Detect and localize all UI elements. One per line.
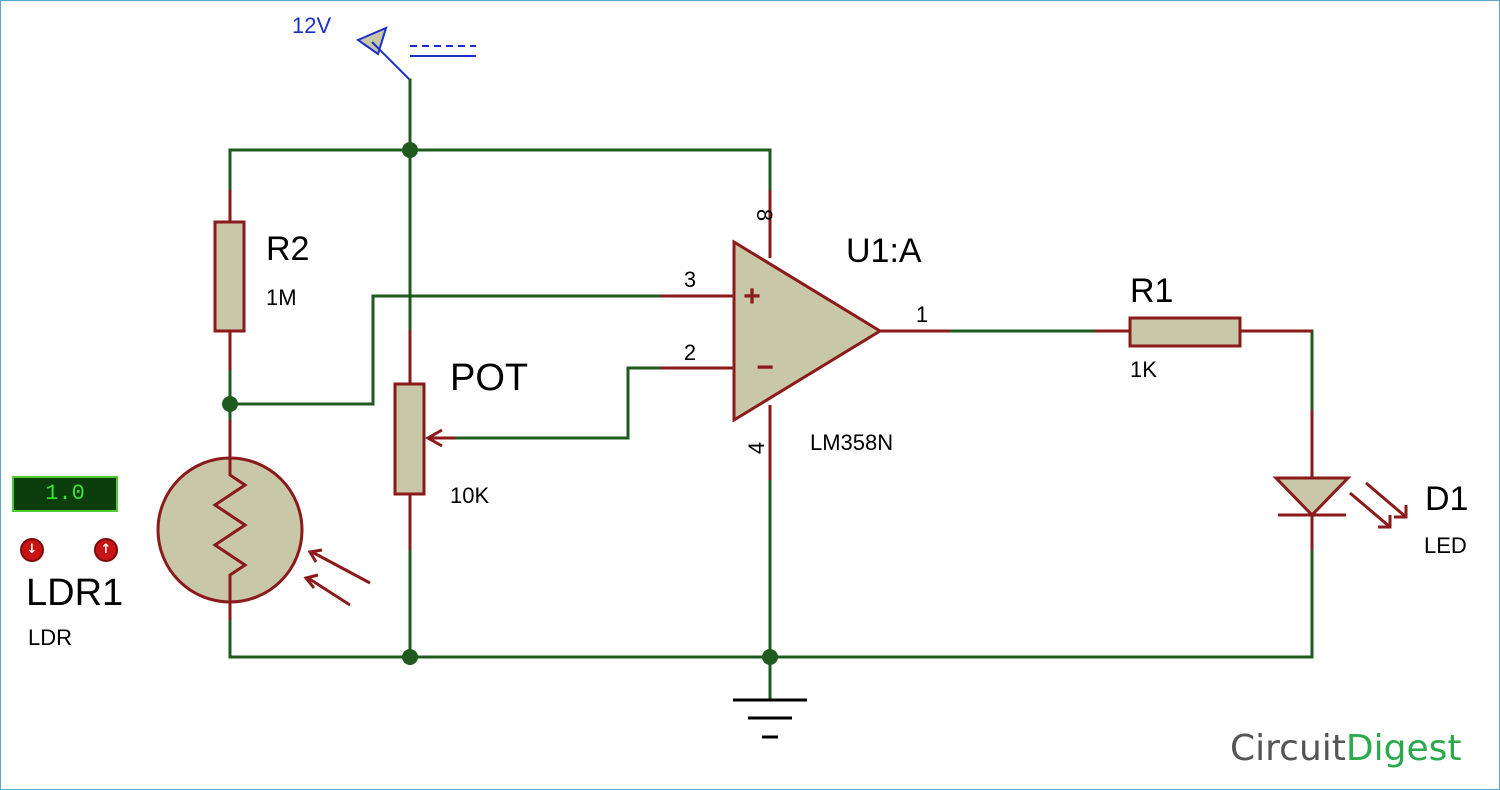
logo-part2: Digest bbox=[1345, 728, 1462, 769]
opamp-plus-sign: + bbox=[743, 280, 761, 313]
potentiometer bbox=[393, 330, 455, 550]
opamp-minus-sign: − bbox=[756, 351, 774, 384]
opamp-pin-plus: 3 bbox=[684, 267, 696, 292]
ldr-name: LDR1 bbox=[26, 572, 123, 614]
opamp-pin-gnd: 4 bbox=[744, 442, 769, 454]
resistor-r2 bbox=[213, 190, 246, 370]
junction-dot bbox=[762, 649, 778, 665]
supply-symbol bbox=[355, 26, 476, 81]
r2-value: 1M bbox=[266, 285, 297, 310]
circuitdigest-logo: CircuitDigest bbox=[1230, 728, 1461, 769]
opamp-name: U1:A bbox=[846, 232, 922, 270]
r2-name: R2 bbox=[266, 230, 309, 268]
increase-light-button[interactable]: ↑ bbox=[94, 538, 118, 562]
junction-dot bbox=[402, 142, 418, 158]
led-name: D1 bbox=[1425, 480, 1468, 518]
junction-dot bbox=[222, 396, 238, 412]
led-type: LED bbox=[1424, 533, 1467, 558]
supply-label: 12V bbox=[292, 13, 331, 38]
ldr-light-meter: 1.0 bbox=[12, 476, 118, 512]
r1-name: R1 bbox=[1130, 272, 1173, 310]
led-d1 bbox=[1272, 410, 1408, 550]
opamp-u1a bbox=[660, 190, 950, 480]
pot-name: POT bbox=[450, 357, 528, 399]
logo-part1: Circuit bbox=[1230, 728, 1346, 769]
opamp-part: LM358N bbox=[810, 430, 893, 455]
pot-value: 10K bbox=[450, 483, 489, 508]
ldr-symbol bbox=[156, 420, 371, 620]
ground-symbol bbox=[733, 698, 807, 739]
resistor-r1 bbox=[1095, 316, 1312, 348]
r1-value: 1K bbox=[1130, 357, 1157, 382]
opamp-pin-out: 1 bbox=[916, 302, 928, 327]
decrease-light-button[interactable]: ↓ bbox=[20, 538, 44, 562]
opamp-pin-minus: 2 bbox=[684, 340, 696, 365]
ldr-type: LDR bbox=[28, 625, 72, 650]
opamp-pin-vcc: 8 bbox=[752, 209, 777, 221]
junction-dot bbox=[402, 649, 418, 665]
